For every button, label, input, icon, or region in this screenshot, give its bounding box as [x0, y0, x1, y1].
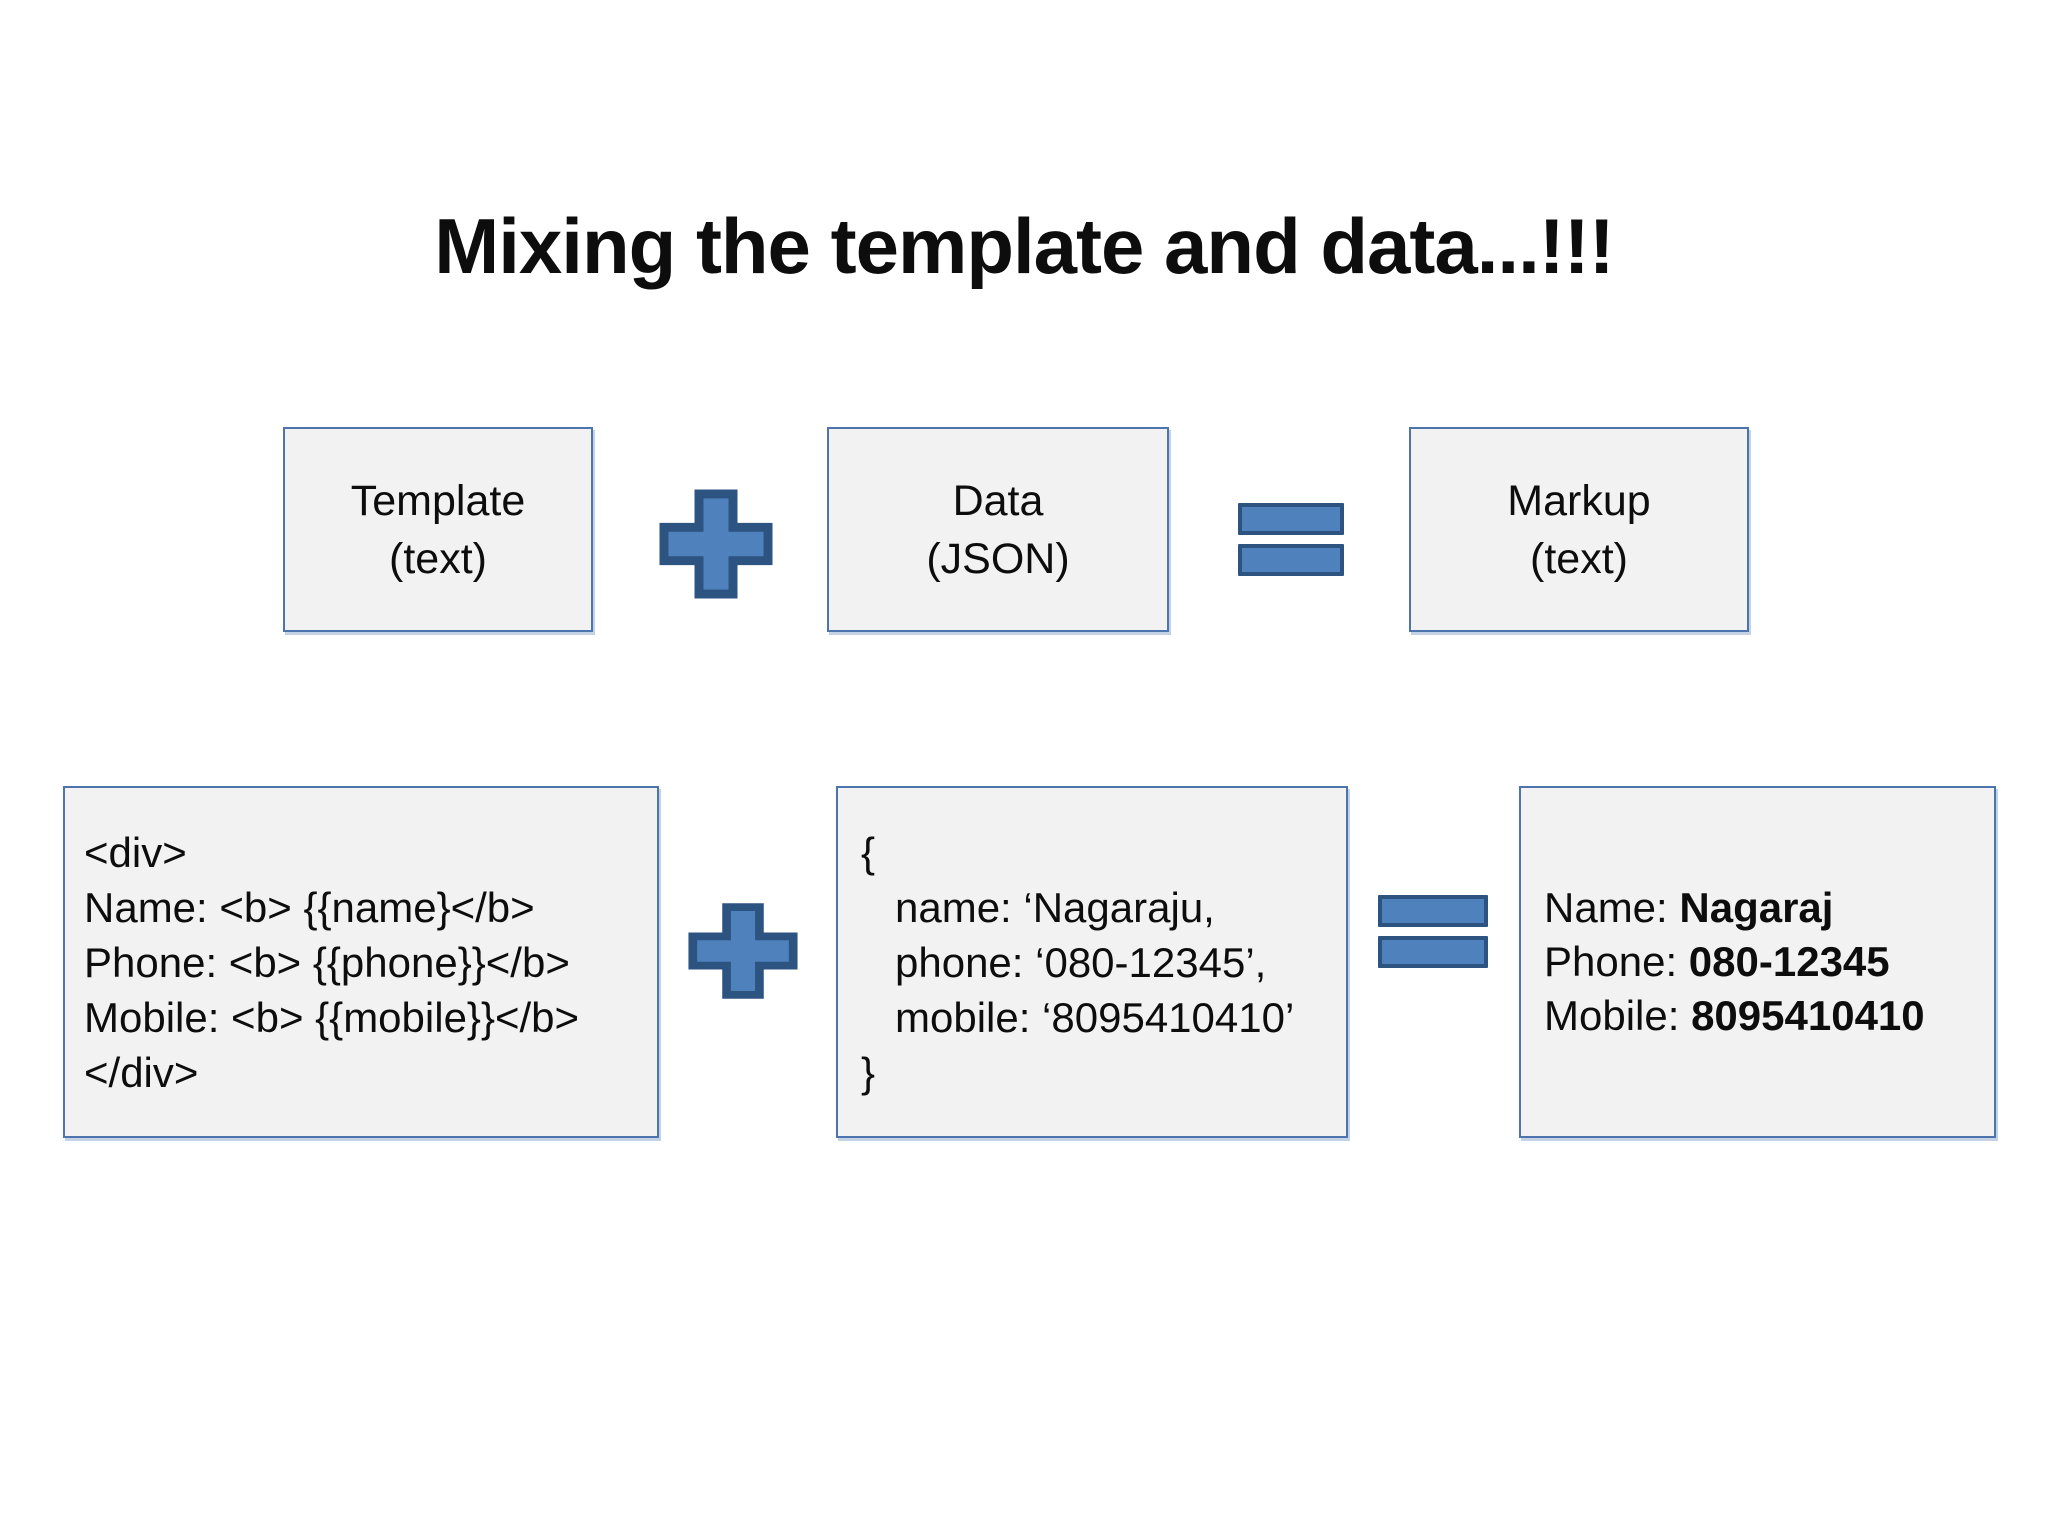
template-code-box: <div> Name: <b> {{name}</b> Phone: <b> {… [63, 786, 659, 1138]
json-line: mobile: ‘8095410410’ [895, 993, 1295, 1041]
json-line: name: ‘Nagaraju, [895, 883, 1215, 931]
result-row: Phone: 080-12345 [1544, 935, 1994, 989]
template-box: Template (text) [283, 427, 593, 632]
code-line: </div> [84, 1048, 199, 1096]
json-data-box: { name: ‘Nagaraju, phone: ‘080-12345’, m… [836, 786, 1348, 1138]
markup-box: Markup (text) [1409, 427, 1749, 632]
data-box-title: Data [952, 476, 1044, 525]
code-line: Mobile: <b> {{mobile}}</b> [84, 993, 580, 1041]
json-line: phone: ‘080-12345’, [895, 938, 1267, 986]
markup-box-title: Markup [1507, 476, 1651, 525]
slide-title: Mixing the template and data...!!! [434, 202, 1614, 290]
template-box-title: Template [350, 476, 526, 525]
result-row: Mobile: 8095410410 [1544, 989, 1994, 1043]
result-label: Mobile: [1544, 992, 1692, 1039]
equals-bar [1238, 544, 1344, 576]
equals-bar [1238, 503, 1344, 535]
code-line: Phone: <b> {{phone}}</b> [84, 938, 570, 986]
equals-icon [1238, 503, 1344, 576]
json-line: { [861, 828, 876, 876]
result-value: 8095410410 [1691, 992, 1925, 1039]
equals-bar [1378, 936, 1488, 968]
data-box: Data (JSON) [827, 427, 1169, 632]
template-box-subtitle: (text) [389, 534, 487, 583]
result-value: 080-12345 [1688, 938, 1890, 985]
plus-icon [658, 488, 774, 600]
equals-bar [1378, 895, 1488, 927]
markup-box-subtitle: (text) [1530, 534, 1628, 583]
code-line: <div> [84, 828, 187, 876]
result-label: Name: [1544, 884, 1680, 931]
code-line: Name: <b> {{name}</b> [84, 883, 535, 931]
data-box-subtitle: (JSON) [926, 534, 1070, 583]
json-line: } [861, 1048, 876, 1096]
result-markup-box: Name: Nagaraj Phone: 080-12345 Mobile: 8… [1519, 786, 1996, 1138]
result-row: Name: Nagaraj [1544, 881, 1994, 935]
result-value: Nagaraj [1679, 884, 1834, 931]
plus-icon [687, 902, 799, 1000]
result-label: Phone: [1544, 938, 1689, 985]
equals-icon [1378, 895, 1488, 968]
